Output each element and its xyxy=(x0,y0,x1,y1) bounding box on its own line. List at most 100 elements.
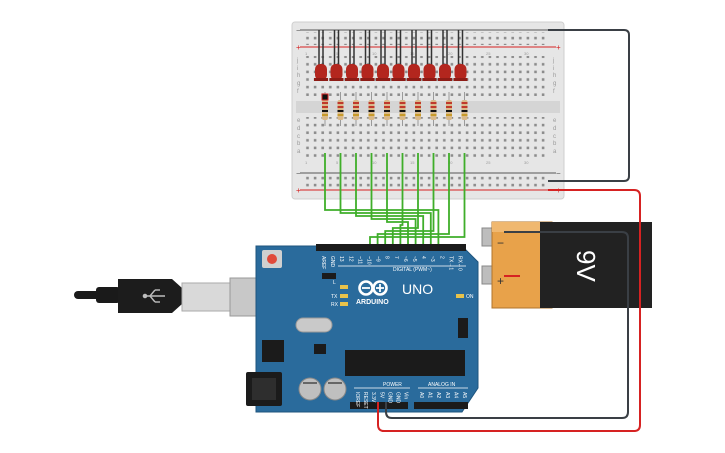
column-number: 5 xyxy=(336,160,339,165)
pin-label: TX→1 xyxy=(447,256,453,270)
row-label: i xyxy=(297,66,298,72)
capacitor xyxy=(323,377,347,401)
reset-button[interactable] xyxy=(267,254,277,264)
row-label: j xyxy=(296,58,298,64)
led[interactable] xyxy=(377,64,389,80)
rx-label: RX xyxy=(331,302,339,308)
resistor-band xyxy=(322,110,328,112)
rail-plus-label-bottom-left: + xyxy=(296,186,301,195)
pin-label: 7 xyxy=(393,256,399,259)
led-base xyxy=(453,78,468,81)
pin-label: A0 xyxy=(418,392,424,398)
resistor-band xyxy=(415,110,421,112)
row-label: g xyxy=(297,81,300,87)
arduino-model: UNO xyxy=(402,281,433,297)
column-number: 1 xyxy=(305,160,308,165)
led[interactable] xyxy=(408,64,420,80)
pin-label: GND xyxy=(329,256,335,268)
resistor-band xyxy=(322,102,328,104)
power-wires xyxy=(377,29,641,432)
resistor-band xyxy=(384,114,390,116)
row-label: h xyxy=(297,73,300,79)
led-base xyxy=(422,78,437,81)
pin-label: A3 xyxy=(444,392,450,398)
wire-rail-plus xyxy=(377,189,641,432)
resistor-band xyxy=(461,106,468,108)
pin-label: Vin xyxy=(403,392,409,399)
row-label: f xyxy=(297,89,299,95)
led-base xyxy=(314,78,328,81)
capacitor xyxy=(298,377,322,401)
pin-label: A4 xyxy=(452,392,458,398)
resistor-band xyxy=(430,102,437,104)
power-header-label: POWER xyxy=(383,382,402,388)
row-label: j xyxy=(552,58,554,64)
row-label: c xyxy=(297,134,300,140)
led-base xyxy=(391,78,406,81)
column-number: 30 xyxy=(524,51,529,56)
column-number: 20 xyxy=(448,51,453,56)
led[interactable] xyxy=(423,64,436,80)
resistor-band xyxy=(446,106,452,108)
digital-header-label: DIGITAL (PWM~) xyxy=(393,267,432,273)
column-number: 25 xyxy=(486,51,491,56)
pin-label: 4 xyxy=(420,256,426,259)
usb-cable[interactable] xyxy=(74,277,259,317)
resistor-band xyxy=(337,114,344,116)
resistor-band xyxy=(368,102,375,104)
led[interactable] xyxy=(346,64,358,80)
pin-label: ~3 xyxy=(429,256,435,262)
resistor-band xyxy=(322,114,328,116)
resistor-band xyxy=(353,102,359,104)
wire-green xyxy=(370,153,417,246)
led[interactable] xyxy=(454,64,467,80)
resistor-band xyxy=(368,106,375,108)
rail-minus-label-bottom-right: − xyxy=(556,169,561,178)
row-label: d xyxy=(297,126,300,132)
battery-9v[interactable]: − + 9V xyxy=(481,221,652,309)
resistor-band xyxy=(399,110,406,112)
rail-minus-label-top-left: − xyxy=(296,26,301,35)
resistor-band xyxy=(415,102,421,104)
resistor-band xyxy=(384,106,390,108)
wire-battery-negative xyxy=(385,231,629,419)
selection-marker xyxy=(321,93,329,101)
resistor-band xyxy=(337,110,344,112)
pin-label: RESET xyxy=(362,392,368,409)
resistor-band xyxy=(384,110,390,112)
led[interactable] xyxy=(361,64,374,80)
row-label: a xyxy=(297,149,301,155)
led[interactable] xyxy=(392,64,405,80)
pin-label: A2 xyxy=(435,392,441,398)
rail-plus-label-top-right: + xyxy=(556,43,561,52)
battery-terminal-positive: + xyxy=(497,274,504,288)
resistor-band xyxy=(430,114,437,116)
resistor-band xyxy=(446,102,452,104)
resistor-band xyxy=(322,106,328,108)
breadboard: − + − + − + − + j i h g f e d c b a j i … xyxy=(291,21,565,200)
pin-label: ~11 xyxy=(356,256,362,264)
analog-header-label: ANALOG IN xyxy=(428,382,456,388)
row-label: b xyxy=(297,141,301,147)
pin-label: ~9 xyxy=(375,256,381,262)
led-base xyxy=(438,78,452,81)
led[interactable] xyxy=(315,64,327,80)
led-base xyxy=(360,78,375,81)
analog-header xyxy=(414,402,468,409)
resistor-band xyxy=(461,110,468,112)
column-number: 1 xyxy=(305,51,308,56)
led-base xyxy=(329,78,344,81)
pin-label: 2 xyxy=(438,256,444,259)
resistor-band xyxy=(446,110,452,112)
arduino-uno-board[interactable]: DIGITAL (PWM~) ARDUINO UNO TX RX L ON PO… xyxy=(246,244,479,413)
led[interactable] xyxy=(330,64,343,80)
resistor-band xyxy=(353,106,359,108)
tx-label: TX xyxy=(331,294,338,300)
led[interactable] xyxy=(439,64,451,80)
pin-label: ~10 xyxy=(366,256,372,265)
pin-label: RX←0 xyxy=(457,256,463,271)
